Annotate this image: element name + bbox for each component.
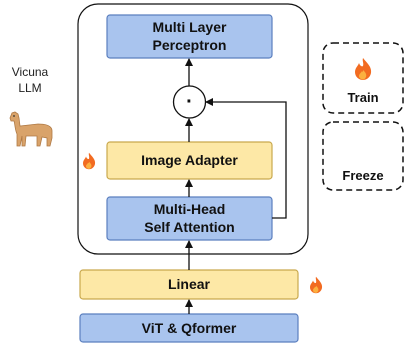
dot-operator-symbol: ·: [186, 91, 193, 113]
mhsa-label-line1: Multi-Head: [154, 201, 226, 217]
llm-container: [77, 3, 309, 255]
llm-label-line1: Vicuna: [12, 65, 49, 79]
mlp-label-line2: Perceptron: [153, 37, 227, 53]
vit-snowflake-icon: [306, 316, 330, 340]
llm-label-line2: LLM: [18, 81, 41, 95]
linear-label: Linear: [168, 276, 211, 292]
mlp-label-line1: Multi Layer: [153, 19, 227, 35]
vit-qformer-label: ViT & Qformer: [142, 320, 237, 336]
legend-train-label: Train: [347, 90, 378, 105]
image-adapter-label: Image Adapter: [141, 152, 238, 168]
legend-freeze-label: Freeze: [342, 168, 383, 183]
flow-arrows: [185, 58, 287, 314]
legend-freeze-box: [322, 121, 404, 191]
llama-icon: [9, 111, 53, 147]
linear-flame-icon: [310, 276, 323, 294]
arrow-skip-mhsa-to-dot: [205, 98, 287, 219]
mhsa-label-line2: Self Attention: [144, 219, 234, 235]
